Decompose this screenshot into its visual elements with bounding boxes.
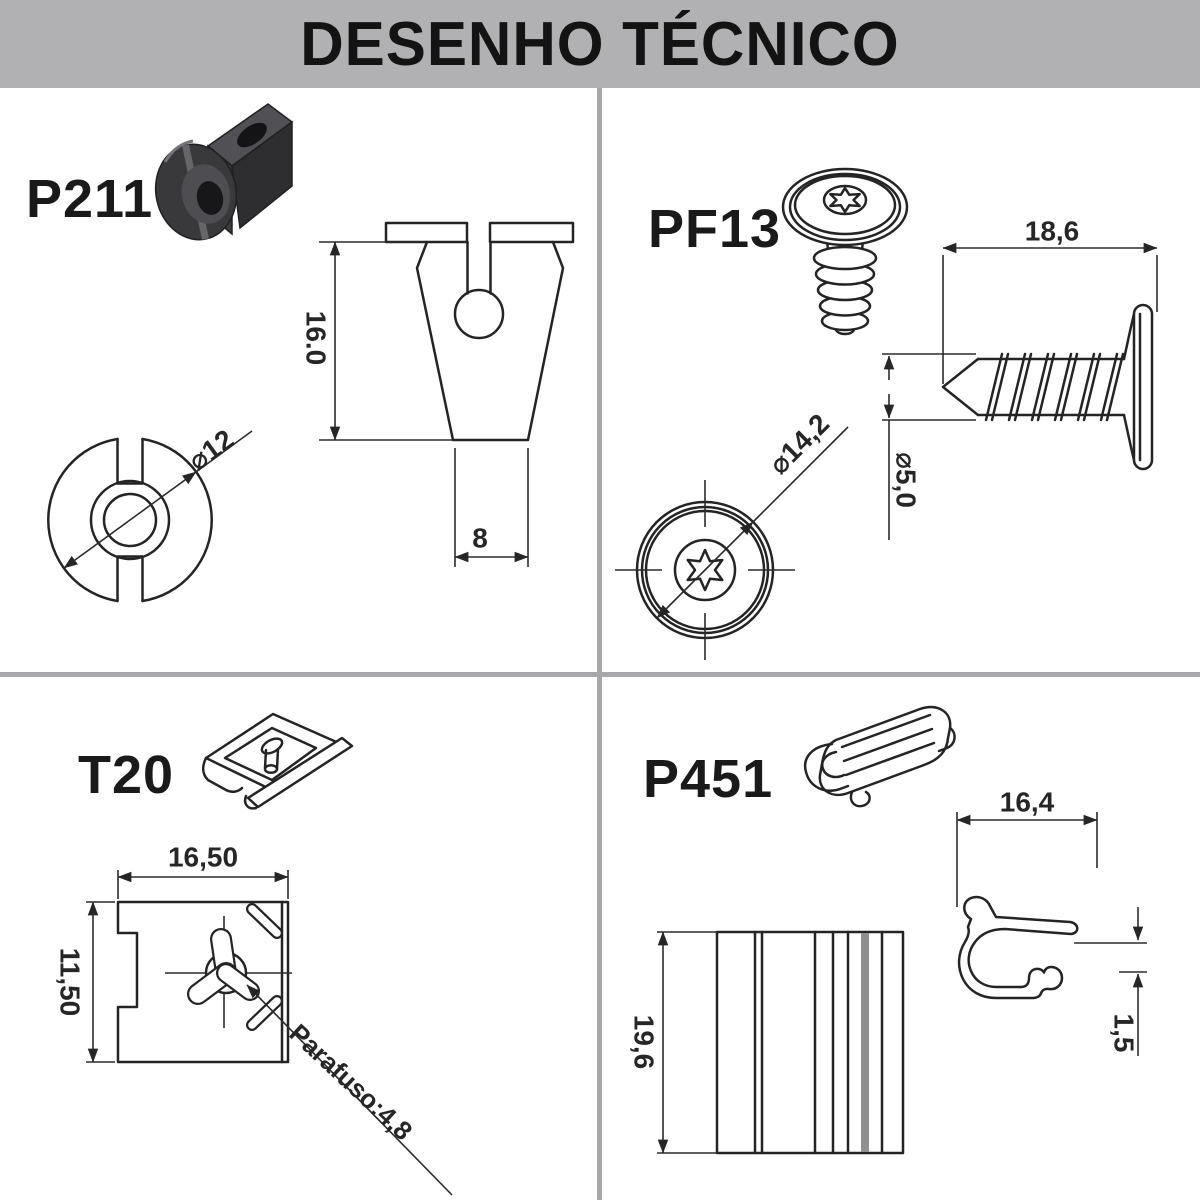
head-flange-edge: [1132, 303, 1154, 471]
clip-hook-tail: [849, 790, 871, 808]
dimension-text-height: 11,50: [55, 948, 86, 1017]
p211-height-dimension: 16.0: [301, 241, 452, 441]
p451-profile-view: [957, 895, 1147, 1000]
t20-width-dimension: 16,50: [117, 842, 289, 899]
p211-quadrant: 16.0 8 ⌀12: [47, 103, 575, 603]
thread-profile: [1099, 352, 1125, 422]
dimension-line: [656, 521, 754, 619]
leader-extension: [195, 430, 253, 473]
p451-quadrant: 16,4 1,5 19,6: [629, 705, 1147, 1155]
leader-extension: [752, 426, 849, 523]
p211-body-outline: [415, 240, 565, 442]
corner-slot-bottom-inner: [248, 997, 281, 1029]
screw-tip-profile: [941, 357, 980, 417]
clip-end-cap: [937, 726, 956, 753]
t20-top-view: [116, 900, 292, 1064]
part-label-p451: P451: [643, 749, 774, 809]
clip-fold-left: [202, 756, 244, 793]
clip-tab-stem: [263, 747, 280, 771]
part-label-pf13: PF13: [648, 199, 782, 259]
p211-flange-bar-left: [384, 221, 469, 244]
t20-screw-leader: Parafuso:4,8: [246, 984, 453, 1196]
clip-bottom-flap: [246, 736, 354, 809]
p211-width-dimension: 8: [454, 448, 529, 567]
pf13-side-view: [941, 303, 1154, 471]
dimension-line: [63, 471, 197, 569]
front-rect: [715, 930, 905, 1155]
t20-3d-icon: [202, 712, 354, 810]
part-label-p211: P211: [26, 169, 154, 229]
p211-3d-icon: [154, 103, 294, 241]
thread-profile: [1007, 352, 1033, 422]
dimension-text-length: 18,6: [1025, 216, 1080, 247]
pf13-head-diameter-dimension: ⌀14,2: [656, 408, 849, 619]
dimension-text-gap: 1,5: [1109, 1014, 1140, 1053]
screw-head-outer: [781, 167, 909, 247]
torx-boss: [822, 184, 868, 216]
torx-star: [829, 186, 861, 214]
vertical-divider: [597, 88, 602, 1200]
thread-coil: [812, 245, 878, 271]
horizontal-divider: [0, 672, 1200, 677]
p451-width-dimension: 16,4: [956, 787, 1098, 907]
p451-3d-icon: [803, 705, 956, 808]
pf13-quadrant: 18,6 ⌀5,0: [615, 167, 1158, 660]
p451-front-view: [715, 930, 905, 1155]
front-gray-band: [861, 933, 869, 1152]
p451-height-dimension: 19,6: [629, 931, 719, 1154]
screw-head-rim: [788, 172, 902, 242]
p211-slot-circle: [453, 288, 505, 340]
dimension-text-diameter: ⌀12: [182, 423, 239, 476]
corner-slot-top-inner: [248, 905, 281, 937]
header-band: DESENHO TÉCNICO: [0, 0, 1200, 88]
head-dome-top: [1122, 312, 1136, 361]
screw-head-rim: [793, 174, 897, 236]
part-label-t20: T20: [78, 745, 175, 805]
t20-quadrant: 16,50 11,50 Parafuso:4,8: [55, 712, 453, 1196]
head-dome-bottom: [1122, 413, 1136, 462]
clip-bent-tab: [243, 794, 258, 810]
dimension-text-width: 8: [472, 523, 488, 554]
thread-profile: [1053, 352, 1079, 422]
pf13-3d-icon: [781, 167, 909, 336]
clip-ridges: [840, 713, 936, 777]
trilobe-lobe-right-inner: [218, 965, 258, 999]
thread-profile: [1030, 352, 1056, 422]
p211-3d-body-side: [231, 120, 293, 230]
leader-line: [246, 984, 453, 1196]
clip-tab-tip: [263, 763, 279, 775]
p451-gap-dimension: 1,5: [1109, 907, 1147, 1056]
pf13-shank-dimension: ⌀5,0: [882, 353, 976, 540]
dimension-text-head-diameter: ⌀14,2: [763, 408, 835, 480]
clip-body: [818, 705, 952, 797]
dimension-text-width: 16,50: [168, 842, 238, 873]
p211-3d-hole: [196, 181, 224, 215]
leader-text-screw: Parafuso:4,8: [284, 1018, 419, 1146]
p211-side-view: [384, 221, 575, 442]
clip-profile-outline: [957, 895, 1079, 1000]
thread-profile-group: [984, 352, 1125, 422]
outer-arc-left: [47, 437, 119, 603]
pf13-length-dimension: 18,6: [942, 216, 1158, 384]
p211-3d-top-hole: [237, 122, 267, 148]
p211-flange-bar-right: [488, 221, 575, 244]
t20-height-dimension: 11,50: [55, 901, 115, 1063]
thread-profile: [1076, 352, 1102, 422]
clip-opening: [223, 726, 318, 782]
dimension-text-height: 16.0: [301, 311, 332, 366]
p211-3d-highlight: [163, 139, 194, 163]
dimension-text-width: 16,4: [1000, 787, 1055, 818]
page-title: DESENHO TÉCNICO: [300, 9, 900, 79]
outer-arc-right: [141, 437, 213, 603]
front-rib-lines: [753, 930, 884, 1155]
dimension-text-shank-diameter: ⌀5,0: [891, 452, 922, 508]
dimension-text-height: 19,6: [629, 1015, 660, 1070]
thread-profile: [984, 352, 1010, 422]
clip-strap: [803, 742, 850, 792]
